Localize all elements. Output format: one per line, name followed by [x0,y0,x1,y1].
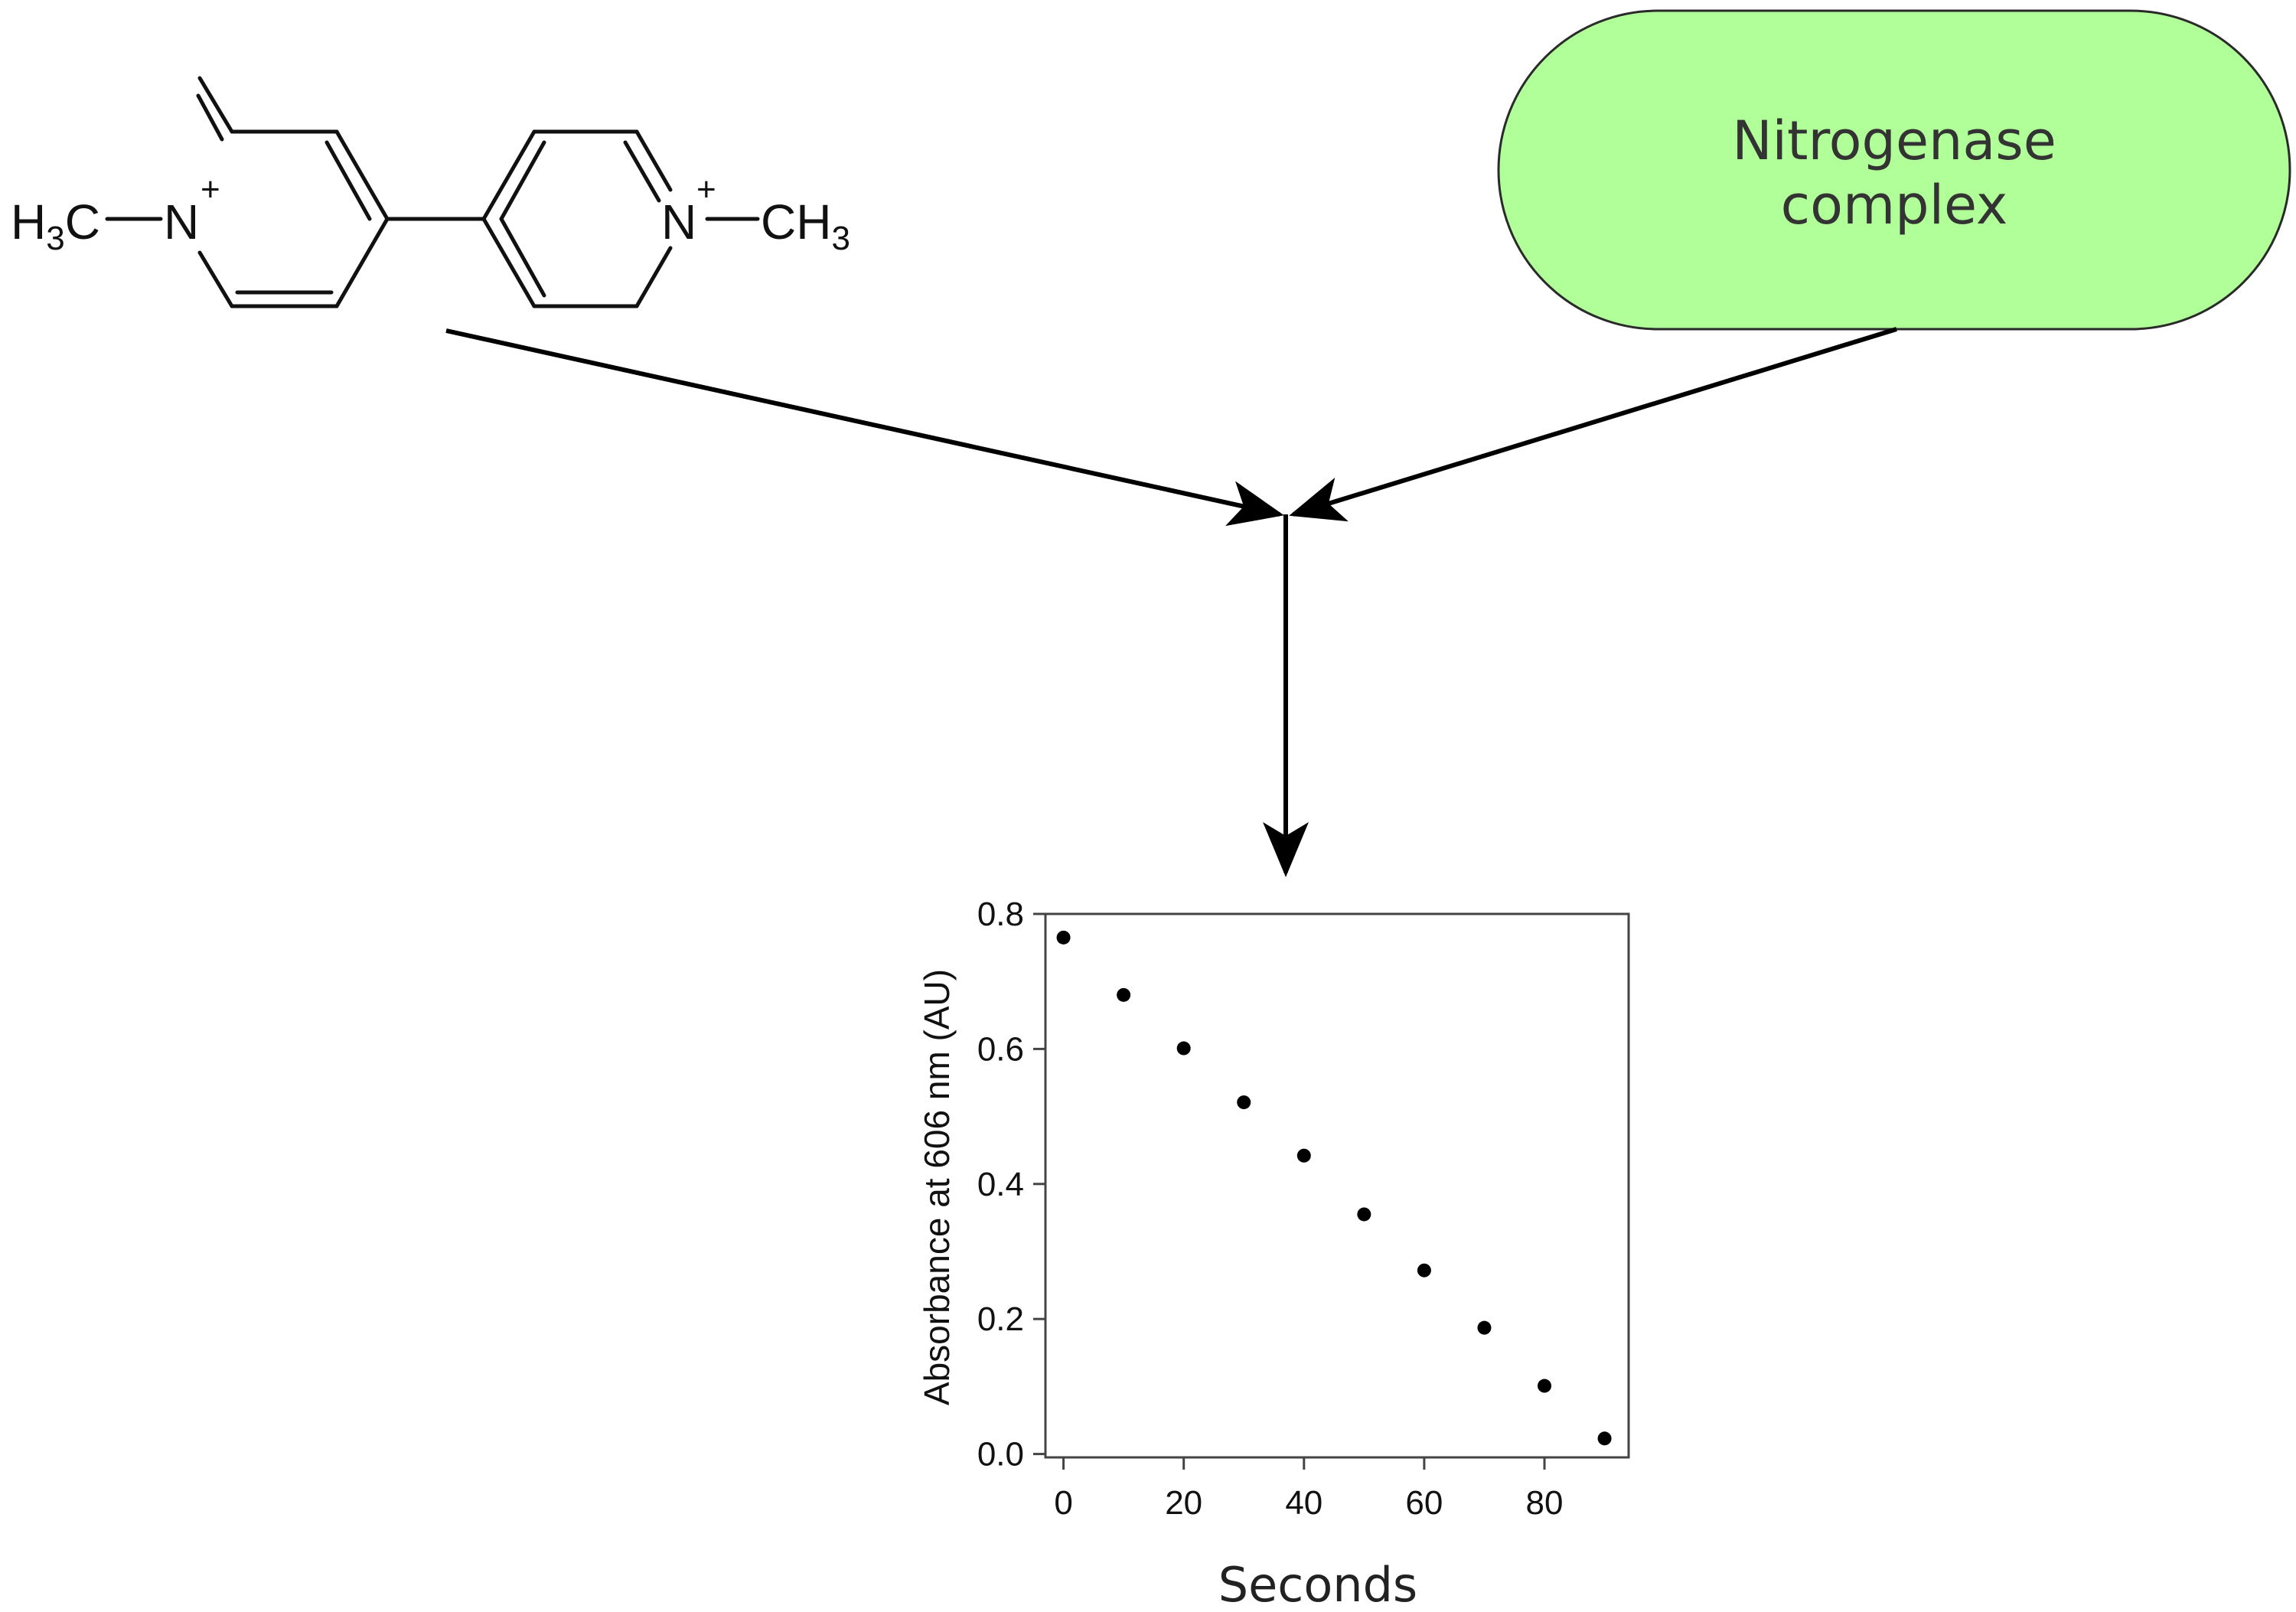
y-tick-label: 0.8 [977,896,1024,933]
right-charge-label: + [696,171,716,208]
chart-points [1056,930,1612,1446]
arrow-nitrogenase-to-junction [1289,327,1897,522]
left-methyl-label: H3C [11,194,100,257]
right-pyridinium-ring [481,129,673,308]
absorbance-chart: 0 20 40 60 80 0.0 0.2 0.4 0.6 0.8 Seconds Absorba… [917,896,1630,1612]
flow-arrows [445,327,1897,877]
left-charge-label: + [201,171,220,208]
x-tick-label: 40 [1285,1484,1322,1522]
data-point [1477,1320,1492,1335]
chart-xlabel: Seconds [1218,1557,1417,1612]
right-nitrogen-label: N [661,194,696,250]
chart-ylabel: Absorbance at 606 nm (AU) [917,969,957,1405]
data-point [1176,1041,1191,1056]
left-pyridinium-ring [196,76,390,308]
data-point [1237,1095,1251,1110]
x-tick-label: 60 [1405,1484,1443,1522]
nitrogenase-label-line1: Nitrogenase [1732,109,2056,172]
arrow-molecule-to-junction [445,328,1284,527]
x-tick-label: 80 [1526,1484,1564,1522]
data-point [1296,1148,1311,1163]
data-point [1357,1207,1371,1222]
y-tick-label: 0.0 [977,1436,1024,1473]
y-tick-label: 0.4 [977,1166,1024,1203]
left-nitrogen-label: N [164,194,199,250]
chart-plot-frame [1044,912,1630,1459]
molecule-labels: H3C N + N + CH3 [11,171,850,257]
data-point [1417,1263,1431,1278]
chart-ticks: 0 20 40 60 80 0.0 0.2 0.4 0.6 0.8 [977,896,1564,1522]
y-tick-label: 0.6 [977,1030,1024,1068]
x-tick-label: 0 [1054,1484,1072,1522]
data-point [1538,1379,1552,1393]
right-methyl-label: CH3 [761,194,850,257]
data-point [1117,987,1131,1002]
x-tick-label: 20 [1165,1484,1202,1522]
data-point [1056,930,1071,945]
methyl-viologen-structure [105,76,760,308]
nitrogenase-complex-node: Nitrogenase complex [1497,9,2291,331]
y-tick-label: 0.2 [977,1300,1024,1338]
nitrogenase-label-line2: complex [1781,174,2008,237]
data-point [1597,1431,1612,1446]
